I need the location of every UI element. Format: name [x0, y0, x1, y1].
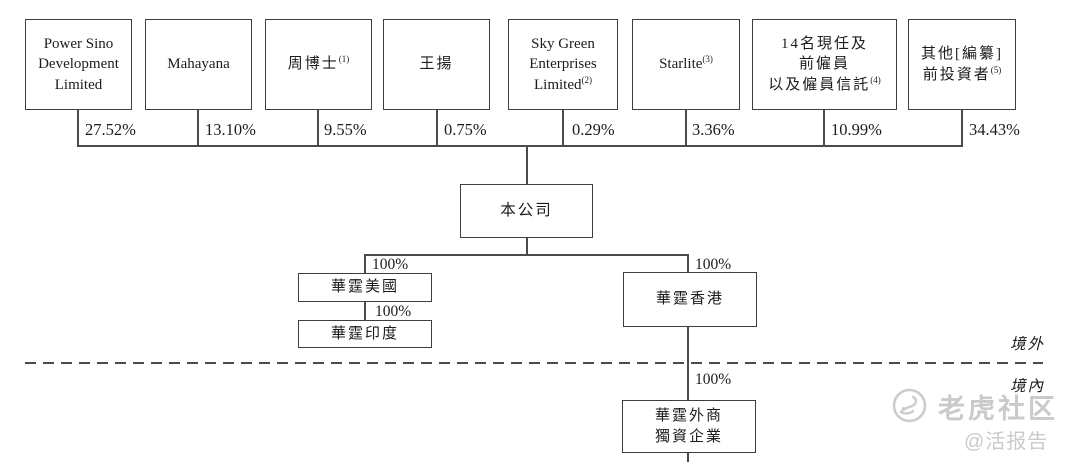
tiger-community-logo-icon — [892, 388, 927, 423]
ownership-pct-wang-yang: 0.75% — [444, 120, 487, 139]
connector-stub-4 — [436, 110, 438, 145]
connector-us-to-india — [364, 302, 366, 320]
pct-100-us: 100% — [372, 256, 409, 273]
connector-company-to-branch — [526, 238, 528, 254]
shareholder-name-line: Limited — [54, 76, 103, 93]
footnote-marker: (5) — [990, 64, 1002, 75]
subsidiary-name-wfoe-line: 獨資企業 — [654, 428, 723, 445]
shareholder-name-line: 前投資者 — [922, 66, 991, 83]
branch-line — [364, 254, 689, 256]
ownership-pct-mahayana: 13.10% — [205, 120, 256, 139]
connector-branch-to-hk — [687, 254, 689, 272]
shareholder-box-other-investors: 其他[編纂] 前投資者(5) — [908, 19, 1016, 110]
shareholder-name-line: Sky Green — [531, 36, 595, 53]
shareholders-bus-line — [77, 145, 963, 147]
watermark-brand-text: 老虎社区 — [938, 394, 1058, 424]
connector-stub-5 — [562, 110, 564, 145]
footnote-marker: (3) — [702, 54, 713, 65]
subsidiary-box-wfoe: 華霆外商 獨資企業 — [622, 400, 756, 453]
ownership-pct-dr-zhou: 9.55% — [324, 120, 367, 139]
shareholder-name-line: 14名現任及 — [780, 36, 868, 53]
subsidiary-name-india: 華霆印度 — [330, 325, 399, 342]
ownership-pct-power-sino: 27.52% — [85, 120, 136, 139]
shareholder-name-line: Mahayana — [167, 56, 230, 73]
connector-wfoe-down — [687, 453, 689, 462]
shareholder-name-line: Power Sino — [43, 36, 114, 53]
watermark-handle-text: @活报告 — [964, 431, 1049, 453]
footnote-marker: (1) — [338, 54, 350, 65]
ownership-pct-sky-green: 0.29% — [572, 120, 615, 139]
connector-stub-6 — [685, 110, 687, 145]
shareholder-name-line: 王揚 — [419, 56, 454, 73]
pct-100-india: 100% — [375, 303, 412, 320]
offshore-onshore-divider — [25, 362, 1043, 364]
connector-stub-7 — [823, 110, 825, 145]
footnote-marker: (2) — [581, 74, 593, 85]
subsidiary-name-us: 華霆美國 — [330, 279, 399, 296]
ownership-pct-starlite: 3.36% — [692, 120, 735, 139]
shareholder-name-line: Development — [38, 56, 119, 73]
shareholder-name-line: 周博士 — [287, 56, 339, 73]
region-label-onshore: 境內 — [1009, 378, 1045, 395]
shareholder-name-line: 以及僱員信託 — [768, 76, 871, 93]
shareholder-box-power-sino: Power Sino Development Limited — [25, 19, 132, 110]
shareholder-box-dr-zhou: 周博士(1) — [265, 19, 372, 110]
shareholder-box-mahayana: Mahayana — [145, 19, 252, 110]
connector-stub-1 — [77, 110, 79, 145]
footnote-marker: (4) — [870, 74, 881, 85]
shareholder-box-starlite: Starlite(3) — [632, 19, 740, 110]
pct-100-wfoe: 100% — [695, 371, 732, 388]
connector-branch-to-us — [364, 254, 366, 273]
subsidiary-box-hk: 華霆香港 — [623, 272, 757, 327]
connector-bus-to-company — [526, 145, 528, 184]
pct-100-hk: 100% — [695, 256, 732, 273]
subsidiary-box-india: 華霆印度 — [298, 320, 432, 348]
company-name: 本公司 — [500, 201, 553, 219]
shareholder-name-line: Limited — [534, 76, 582, 93]
subsidiary-box-us: 華霆美國 — [298, 273, 432, 302]
shareholder-box-wang-yang: 王揚 — [383, 19, 490, 110]
shareholder-box-employees-trust: 14名現任及 前僱員 以及僱員信託(4) — [752, 19, 897, 110]
company-box: 本公司 — [460, 184, 593, 238]
connector-stub-8 — [961, 110, 963, 145]
shareholder-box-sky-green: Sky Green Enterprises Limited(2) — [508, 19, 618, 110]
subsidiary-name-hk: 華霆香港 — [655, 291, 724, 308]
region-label-offshore: 境外 — [1009, 336, 1045, 353]
shareholder-name-line: Starlite — [659, 56, 703, 73]
subsidiary-name-wfoe-line: 華霆外商 — [654, 408, 723, 425]
ownership-pct-other-investors: 34.43% — [969, 120, 1020, 139]
connector-stub-3 — [317, 110, 319, 145]
shareholder-name-line: 前僱員 — [798, 56, 850, 73]
shareholder-name-line: 其他[編纂] — [921, 46, 1003, 63]
shareholder-name-line: Enterprises — [529, 56, 597, 73]
ownership-pct-employees-trust: 10.99% — [831, 120, 882, 139]
connector-stub-2 — [197, 110, 199, 145]
